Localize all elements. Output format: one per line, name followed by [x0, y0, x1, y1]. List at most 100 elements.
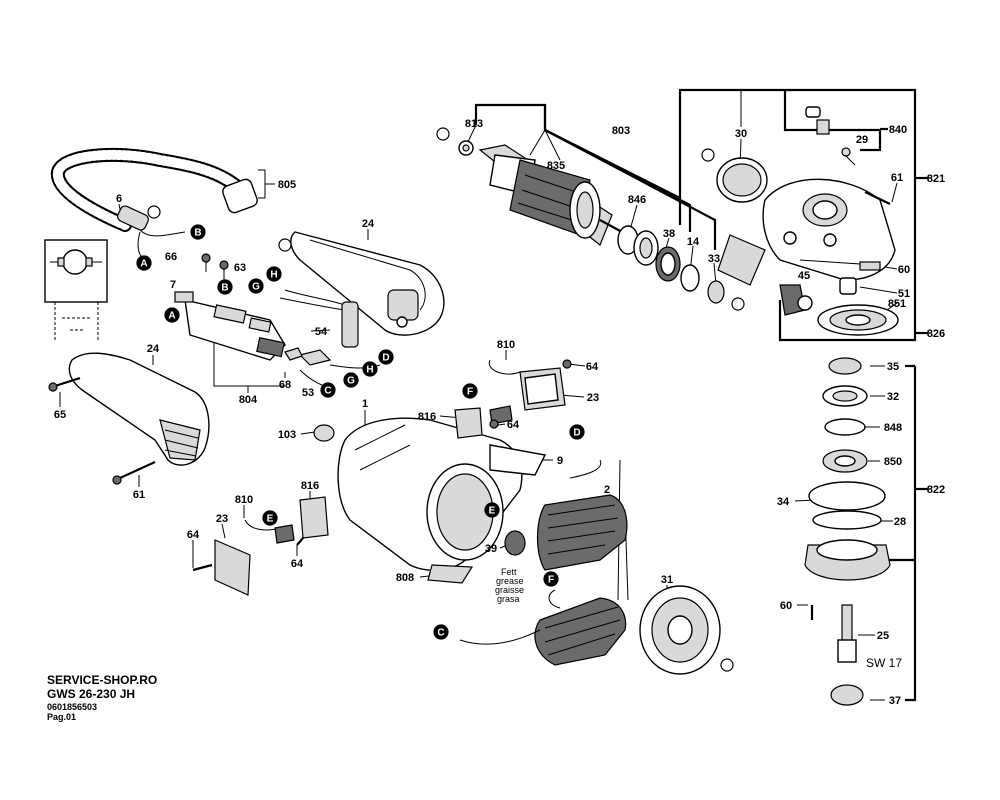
part-label-1: 1 — [362, 398, 368, 410]
part-label-33: 33 — [708, 253, 720, 265]
marker-letter: Z — [735, 300, 741, 311]
part-label-804: 804 — [239, 394, 258, 406]
part-label-64: 64 — [586, 361, 599, 373]
part-label-851: 851 — [888, 298, 906, 310]
marker-letter: A — [140, 259, 147, 270]
marker-letter: H — [270, 270, 277, 281]
part-label-822: 822 — [927, 484, 945, 496]
part-label-826: 826 — [927, 328, 945, 340]
leader-lines — [59, 88, 928, 702]
part-label-61: 61 — [133, 489, 145, 501]
part-label-24: 24 — [147, 343, 160, 355]
brush-parts-upper — [454, 359, 572, 439]
part-label-816: 816 — [301, 480, 319, 492]
marker-E: E — [262, 510, 278, 526]
bearing-rings — [617, 225, 725, 304]
part-label-103: 103 — [278, 429, 296, 441]
part-label-23: 23 — [216, 513, 228, 525]
part-label-14: 14 — [687, 236, 700, 248]
marker-circle — [320, 382, 336, 398]
part-label-39: 39 — [485, 543, 497, 555]
marker-circle — [266, 266, 282, 282]
grease-note: Fett grease graisse grasa — [495, 567, 524, 604]
marker-letter: Y — [724, 661, 731, 672]
marker-letter: A — [168, 311, 175, 322]
marker-circle — [136, 255, 152, 271]
part-label-846: 846 — [628, 194, 646, 206]
part-label-60: 60 — [780, 600, 792, 612]
part-label-2: 2 — [604, 484, 610, 496]
part-label-66: 66 — [165, 251, 177, 263]
part-label-37: 37 — [889, 695, 901, 707]
marker-circle — [731, 297, 745, 311]
grease-note-line-4: grasa — [497, 594, 520, 604]
marker-C: C — [433, 624, 449, 640]
marker-X: X — [278, 238, 292, 252]
marker-E: E — [484, 502, 500, 518]
grease-note-line-3: graisse — [495, 585, 524, 595]
marker-Y: Y — [720, 658, 734, 672]
part-label-38: 38 — [663, 228, 675, 240]
footer-page: Pag.01 — [47, 712, 77, 722]
marker-circle — [543, 571, 559, 587]
marker-letter: E — [489, 506, 496, 517]
marker-H: H — [362, 361, 378, 377]
gear-housing — [716, 106, 899, 336]
part-label-805: 805 — [278, 179, 296, 191]
handle-half-lower — [48, 352, 210, 485]
marker-G: G — [248, 278, 264, 294]
marker-letter: Y — [440, 130, 447, 141]
marker-circle — [248, 278, 264, 294]
marker-letter: D — [573, 428, 580, 439]
marker-circle — [164, 307, 180, 323]
part-label-816: 816 — [418, 411, 436, 423]
marker-circle — [262, 510, 278, 526]
part-label-32: 32 — [887, 391, 899, 403]
marker-Z: Z — [701, 148, 715, 162]
switch-assembly — [174, 253, 381, 389]
part-label-25: 25 — [877, 630, 889, 642]
marker-letter: G — [347, 376, 355, 387]
marker-F: F — [462, 383, 478, 399]
marker-G: G — [343, 372, 359, 388]
marker-B: B — [217, 279, 233, 295]
marker-Y: Y — [436, 127, 450, 141]
part-label-6: 6 — [116, 193, 122, 205]
wiring-schematic — [44, 239, 108, 340]
marker-circle — [217, 279, 233, 295]
field-coil-lower — [459, 589, 627, 666]
part-label-54: 54 — [315, 326, 328, 338]
marker-circle — [720, 658, 734, 672]
marker-circle — [278, 238, 292, 252]
part-label-60: 60 — [898, 264, 910, 276]
marker-letter: B — [221, 283, 228, 294]
marker-letter: C — [324, 386, 331, 397]
brush-parts-lower — [192, 496, 329, 596]
part-label-821: 821 — [927, 173, 945, 185]
marker-circle — [362, 361, 378, 377]
marker-letter: Z — [705, 151, 711, 162]
footer-model: GWS 26-230 JH — [47, 687, 136, 701]
marker-letter: F — [548, 575, 554, 586]
marker-circle — [190, 224, 206, 240]
marker-letter: F — [467, 387, 473, 398]
marker-circle — [378, 349, 394, 365]
spindle-assembly — [804, 357, 891, 706]
marker-letter: E — [267, 514, 274, 525]
part-label-30: 30 — [735, 128, 747, 140]
footer-part-number: 0601856503 — [47, 702, 98, 712]
marker-circle — [462, 383, 478, 399]
part-label-808: 808 — [396, 572, 414, 584]
handle-half-upper — [290, 231, 445, 336]
part-label-53: 53 — [302, 387, 314, 399]
armature — [458, 140, 623, 246]
part-label-7: 7 — [170, 279, 176, 291]
marker-circle — [343, 372, 359, 388]
part-label-850: 850 — [884, 456, 902, 468]
part-label-813: 813 — [465, 118, 483, 130]
part-label-34: 34 — [777, 496, 790, 508]
part-label-835: 835 — [547, 160, 565, 172]
part-label-51: 51 — [898, 288, 910, 300]
part-label-29: 29 — [856, 134, 868, 146]
marker-circle — [436, 127, 450, 141]
